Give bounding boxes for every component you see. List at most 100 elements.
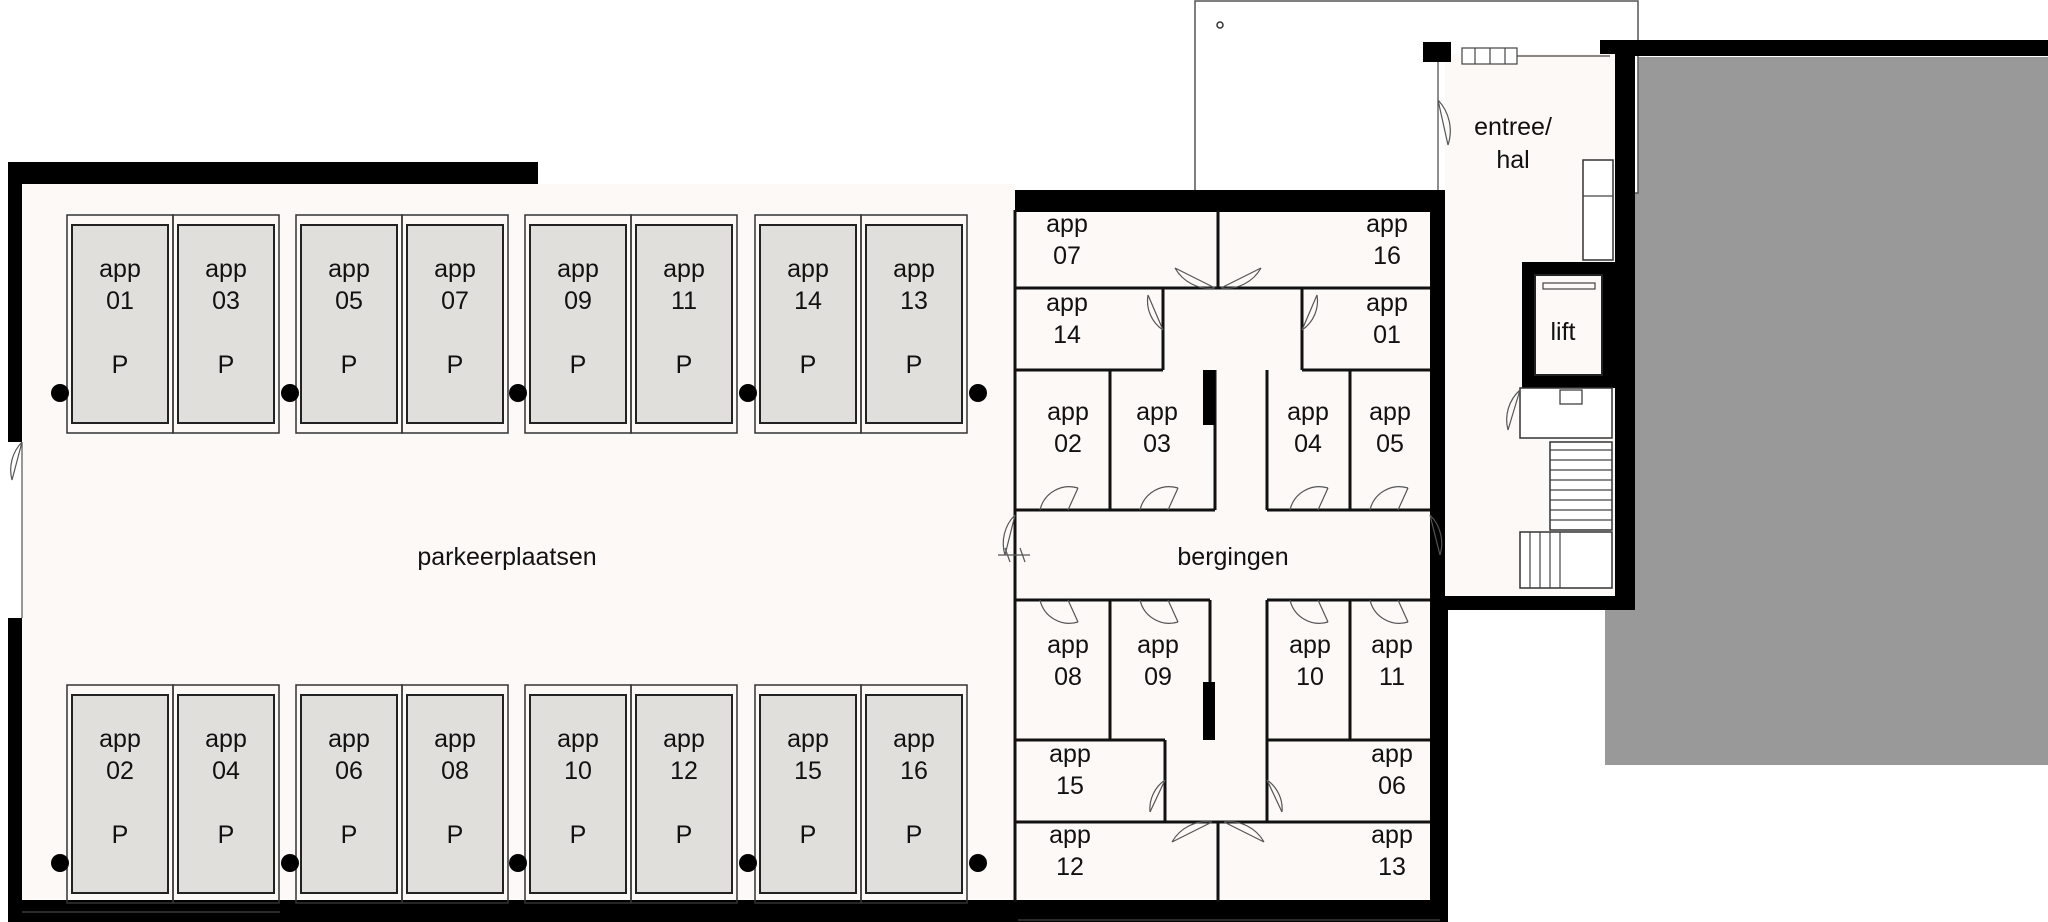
entrance-label: entree/ xyxy=(1474,113,1552,141)
parking-top-spot-mark: P xyxy=(676,351,693,379)
parking-top-spot-number: 14 xyxy=(794,287,822,315)
storage-unit-label: app xyxy=(1137,631,1179,659)
storage-labels: app07app16app14app01app02app03app04app05… xyxy=(1046,210,1413,881)
parking-top-spot xyxy=(865,224,963,424)
parking-top-spot-label: app xyxy=(663,255,705,283)
parking-bottom-spot-number: 16 xyxy=(900,757,928,785)
parking-bottom-bay xyxy=(401,684,509,904)
storage-unit-number: 11 xyxy=(1379,663,1405,691)
storage-unit-number: 16 xyxy=(1373,242,1401,270)
parking-top-spot-number: 13 xyxy=(900,287,928,315)
parking-top-spot-mark: P xyxy=(112,351,129,379)
parking-bottom-spot-mark: P xyxy=(570,821,587,849)
parking-side-door xyxy=(10,441,23,618)
storage-unit-number: 07 xyxy=(1053,242,1081,270)
parking-bottom-bay xyxy=(630,684,738,904)
lift-cabin xyxy=(1534,274,1603,376)
storage-unit-number: 13 xyxy=(1378,853,1406,881)
storage-unit-label: app xyxy=(1366,210,1408,238)
parking-bottom-spot-number: 04 xyxy=(212,757,240,785)
parking-bottom-spot-label: app xyxy=(434,725,476,753)
pillar xyxy=(509,854,527,872)
storage-unit-number: 01 xyxy=(1373,321,1401,349)
pillar xyxy=(51,854,69,872)
parking-top-spot xyxy=(300,224,398,424)
parking-bottom-spot-label: app xyxy=(328,725,370,753)
parking-bottom-spot-label: app xyxy=(99,725,141,753)
parking-bottom-spot xyxy=(71,694,169,894)
parking-bottom-spot-label: app xyxy=(205,725,247,753)
parking-bottom-spot-mark: P xyxy=(906,821,923,849)
parking-top-spot-label: app xyxy=(557,255,599,283)
parking-bottom-spot xyxy=(759,694,857,894)
storage-unit-number: 10 xyxy=(1296,663,1324,691)
parking-top-spot-label: app xyxy=(328,255,370,283)
parking-bottom-spot-label: app xyxy=(893,725,935,753)
parking-spots: app01Papp03Papp05Papp07Papp09Papp11Papp1… xyxy=(51,214,987,904)
storage-unit-label: app xyxy=(1049,740,1091,768)
parking-bottom-bay xyxy=(860,684,968,904)
parking-top-spot-number: 01 xyxy=(106,287,134,315)
parking-top-spot-label: app xyxy=(893,255,935,283)
pillar xyxy=(739,384,757,402)
storage-unit-label: app xyxy=(1046,289,1088,317)
parking-top-spot xyxy=(71,224,169,424)
parking-bottom-spot xyxy=(529,694,627,894)
parking-top-spot xyxy=(759,224,857,424)
parking-top-spot-mark: P xyxy=(218,351,235,379)
storage-unit-number: 08 xyxy=(1054,663,1082,691)
parking-bottom-spot-number: 02 xyxy=(106,757,134,785)
parking-bottom-spot-mark: P xyxy=(341,821,358,849)
parking-top-spot-number: 11 xyxy=(671,287,697,315)
parking-top-spot-number: 05 xyxy=(335,287,363,315)
parking-bottom-spot-number: 08 xyxy=(441,757,469,785)
pillar xyxy=(281,384,299,402)
hall-cabinet xyxy=(1582,159,1614,261)
storage-unit-label: app xyxy=(1287,398,1329,426)
storage-unit-label: app xyxy=(1049,821,1091,849)
parking-bottom-spot-mark: P xyxy=(112,821,129,849)
parking-top-bay xyxy=(172,214,280,434)
parking-top-bay xyxy=(860,214,968,434)
storage-unit-label: app xyxy=(1047,631,1089,659)
parking-area-label: parkeerplaatsen xyxy=(417,543,596,571)
storage-unit-number: 15 xyxy=(1056,772,1084,800)
parking-bottom-spot-mark: P xyxy=(800,821,817,849)
parking-bottom-spot-label: app xyxy=(787,725,829,753)
parking-top-spot-number: 09 xyxy=(564,287,592,315)
storage-unit-number: 05 xyxy=(1376,430,1404,458)
storage-floor xyxy=(1015,212,1430,900)
storage-unit-number: 12 xyxy=(1056,853,1084,881)
storage-unit-number: 03 xyxy=(1143,430,1171,458)
storage-unit-label: app xyxy=(1366,289,1408,317)
parking-top-bay xyxy=(630,214,738,434)
parking-top-spot-mark: P xyxy=(906,351,923,379)
parking-top-spot-mark: P xyxy=(570,351,587,379)
parking-top-spot-label: app xyxy=(205,255,247,283)
parking-top-spot-label: app xyxy=(787,255,829,283)
storage-unit-number: 06 xyxy=(1378,772,1406,800)
parking-bottom-spot-number: 10 xyxy=(564,757,592,785)
parking-top-spot xyxy=(635,224,733,424)
parking-bottom-spot-number: 06 xyxy=(335,757,363,785)
pillar xyxy=(509,384,527,402)
parking-top-spot xyxy=(177,224,275,424)
parking-top-spot-mark: P xyxy=(447,351,464,379)
parking-top-spot-label: app xyxy=(434,255,476,283)
pillar xyxy=(51,384,69,402)
parking-bottom-spot xyxy=(635,694,733,894)
parking-bottom-spot-mark: P xyxy=(676,821,693,849)
storage-unit-label: app xyxy=(1371,740,1413,768)
outdoor-marker xyxy=(1216,21,1224,29)
storage-unit-number: 09 xyxy=(1144,663,1172,691)
storage-unit-label: app xyxy=(1369,398,1411,426)
storage-unit-number: 02 xyxy=(1054,430,1082,458)
parking-top-spot xyxy=(406,224,504,424)
parking-bottom-spot-number: 12 xyxy=(670,757,698,785)
parking-top-bay xyxy=(401,214,509,434)
entrance-label-2: hal xyxy=(1496,146,1529,174)
storage-doors xyxy=(998,267,1443,843)
storage-unit-label: app xyxy=(1289,631,1331,659)
pillar xyxy=(281,854,299,872)
